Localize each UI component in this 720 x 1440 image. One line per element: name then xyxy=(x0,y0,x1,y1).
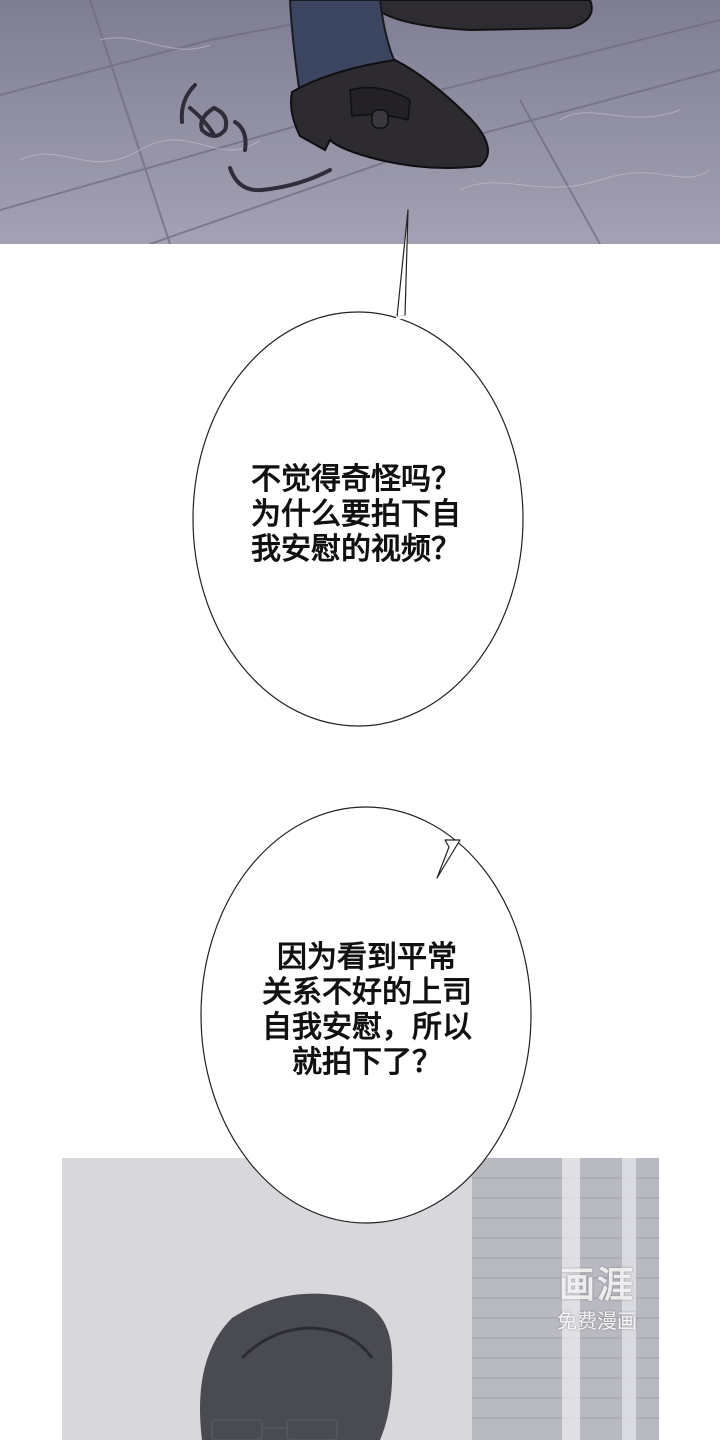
speech-bubble-2-text: 因为看到平常 关系不好的上司 自我安慰，所以 就拍下了？ xyxy=(262,940,472,1080)
floor-and-shoes-art: 스윽 xyxy=(0,0,720,244)
marble-veins xyxy=(19,37,711,191)
watermark-logo: 画涯 xyxy=(558,1265,635,1306)
bubble-line: 因为看到平常 xyxy=(277,940,457,975)
bubble-line: 我安慰的视频？ xyxy=(251,532,461,567)
glasses xyxy=(211,1419,338,1440)
bubble-line: 不觉得奇怪吗？ xyxy=(251,462,461,497)
bottom-comic-panel xyxy=(62,1158,659,1440)
bubble-line: 就拍下了？ xyxy=(292,1045,442,1080)
character-hair xyxy=(200,1293,393,1440)
bubble-line: 自我安慰，所以 xyxy=(262,1010,472,1045)
back-shoe xyxy=(377,0,593,32)
watermark-subtext: 免费漫画 xyxy=(557,1309,637,1333)
watermark: 画涯 免费漫画 xyxy=(537,1264,657,1334)
bubble-line: 为什么要拍下自 xyxy=(251,497,461,532)
speech-bubble-1-text: 不觉得奇怪吗？ 为什么要拍下自 我安慰的视频？ xyxy=(251,462,461,567)
bubble-line: 关系不好的上司 xyxy=(262,975,472,1010)
sound-effect-graphic xyxy=(179,83,332,193)
top-comic-panel: 스윽 xyxy=(0,0,720,244)
character-art xyxy=(62,1158,659,1440)
